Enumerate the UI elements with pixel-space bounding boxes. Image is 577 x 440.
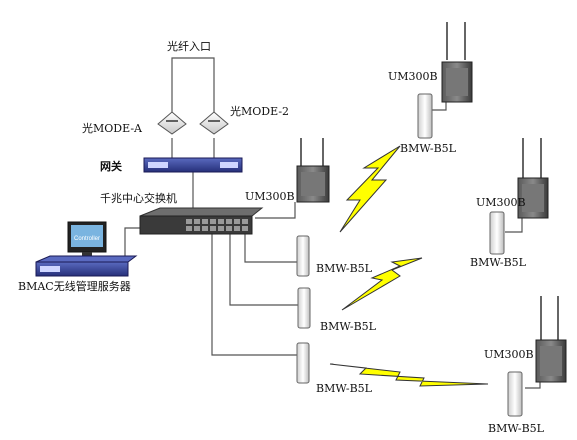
bmw-top-to-um-top (432, 102, 447, 111)
antenna-panel-icon (297, 287, 311, 329)
core-switch-label: 千兆中心交换机 (100, 191, 177, 205)
server-label: BMAC无线管理服务器 (18, 279, 131, 293)
bmac-server: Controller (35, 221, 138, 277)
switch-to-bmw-c1 (244, 232, 297, 263)
bmw-c3 (296, 342, 310, 384)
bmw-c1-label: BMW-B5L (316, 262, 373, 275)
antenna-panel-icon (296, 235, 310, 277)
um-top-label: UM300B (388, 70, 438, 83)
gateway-label: 网关 (100, 159, 122, 173)
bmw-c3-label: BMW-B5L (316, 382, 373, 395)
antenna-panel-icon (507, 371, 523, 417)
bmw-bottom-to-um-bottom (525, 382, 541, 389)
switch-to-bmw-c2 (229, 234, 298, 306)
bmw-bottom (507, 371, 523, 417)
modem-b-icon (199, 111, 229, 135)
modem-a-icon (157, 111, 187, 135)
antenna-panel-icon (489, 211, 505, 255)
bmw-top (417, 93, 433, 139)
um300b-bottom (535, 296, 567, 383)
modem-a-label: 光MODE-A (82, 121, 143, 135)
gateway-rack-icon (143, 157, 243, 173)
connections (90, 64, 541, 389)
um-center-label: UM300B (245, 190, 295, 203)
bmw-bottom-label: BMW-B5L (488, 422, 545, 435)
lightning-icon (329, 363, 489, 387)
gateway-device (143, 157, 243, 173)
switch-icon (139, 215, 253, 235)
bmw-c1 (296, 235, 310, 277)
um-right-label: UM300B (476, 196, 526, 209)
switch-to-um-center (255, 202, 296, 219)
bmw-c2-label: BMW-B5L (320, 320, 377, 333)
antenna-panel-icon (417, 93, 433, 139)
um300b-center (296, 138, 330, 203)
bmw-right (489, 211, 505, 255)
antenna-panel-icon (296, 342, 310, 384)
switch-top (139, 207, 264, 217)
fiber-entry-label: 光纤入口 (167, 39, 211, 53)
modem-b-label: 光MODE-2 (230, 104, 289, 118)
core-switch (139, 207, 264, 235)
um300b-top (441, 22, 473, 103)
switch-to-bmw-c3 (211, 234, 297, 356)
lightning-icon (341, 257, 423, 311)
monitor-screen-text: Controller (74, 236, 100, 242)
wireless-links (329, 145, 489, 387)
modem-a (157, 111, 187, 135)
um-bottom-label: UM300B (484, 348, 534, 361)
server-rack-icon (35, 261, 129, 277)
bmw-top-label: BMW-B5L (400, 142, 457, 155)
bmw-right-label: BMW-B5L (470, 256, 527, 269)
fiber-split (171, 57, 215, 64)
bmw-right-to-um-right (505, 218, 523, 233)
bmw-c2 (297, 287, 311, 329)
um300b-right (517, 138, 549, 219)
lightning-icon (339, 145, 401, 233)
modem-b (199, 111, 229, 135)
